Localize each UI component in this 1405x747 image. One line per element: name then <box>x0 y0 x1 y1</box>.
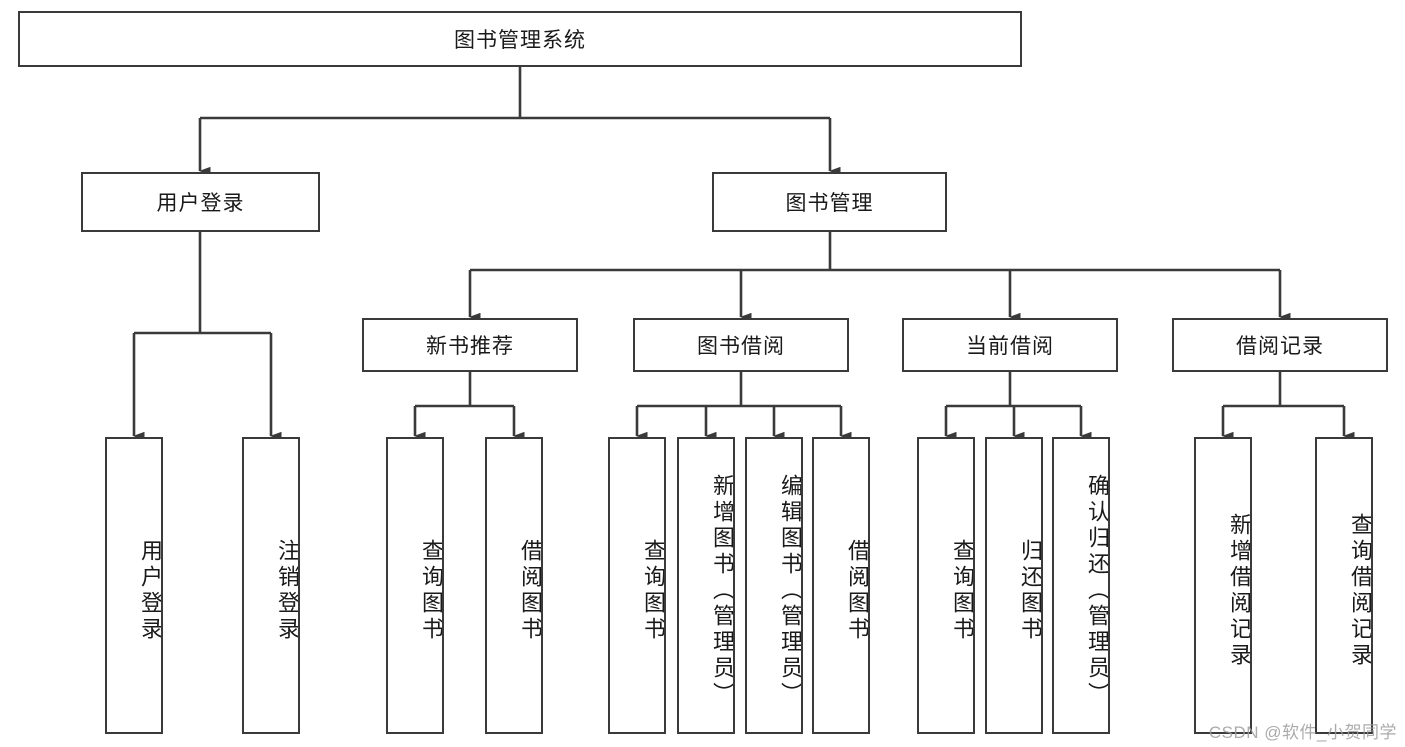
leaf-node-5[interactable]: 新增图书（管理员） <box>677 437 735 734</box>
level3-node-0[interactable]: 新书推荐 <box>362 318 578 372</box>
leaf-node-0[interactable]: 用户登录 <box>105 437 163 734</box>
leaf-node-6[interactable]: 编辑图书（管理员） <box>745 437 803 734</box>
node-label: 新书推荐 <box>426 335 514 358</box>
node-label: 编辑图书（管理员） <box>778 473 803 708</box>
node-label: 借阅图书 <box>845 538 870 643</box>
level3-node-2[interactable]: 当前借阅 <box>902 318 1118 372</box>
node-label: 用户登录 <box>156 192 245 215</box>
node-label: 新增借阅记录 <box>1227 512 1252 669</box>
node-label: 图书管理系统 <box>454 29 586 52</box>
connector-lines <box>132 67 1355 441</box>
leaf-node-8[interactable]: 查询图书 <box>917 437 975 734</box>
node-label: 借阅记录 <box>1236 335 1324 358</box>
node-label: 查询借阅记录 <box>1348 512 1373 669</box>
leaf-node-11[interactable]: 新增借阅记录 <box>1194 437 1252 734</box>
level3-node-1[interactable]: 图书借阅 <box>633 318 849 372</box>
node-label: 新增图书（管理员） <box>710 473 735 708</box>
leaf-node-12[interactable]: 查询借阅记录 <box>1315 437 1373 734</box>
leaf-node-3[interactable]: 借阅图书 <box>485 437 543 734</box>
level2-node-1[interactable]: 图书管理 <box>712 172 947 232</box>
node-label: 确认归还（管理员） <box>1085 473 1110 708</box>
node-label: 查询图书 <box>641 538 666 643</box>
node-label: 用户登录 <box>138 538 163 643</box>
level2-node-0[interactable]: 用户登录 <box>81 172 320 232</box>
leaf-node-9[interactable]: 归还图书 <box>985 437 1043 734</box>
node-label: 图书管理 <box>785 192 874 215</box>
node-label: 查询图书 <box>419 538 444 643</box>
node-label: 图书借阅 <box>697 335 785 358</box>
leaf-node-7[interactable]: 借阅图书 <box>812 437 870 734</box>
root-node-0[interactable]: 图书管理系统 <box>18 11 1022 67</box>
leaf-node-1[interactable]: 注销登录 <box>242 437 300 734</box>
node-label: 借阅图书 <box>518 538 543 643</box>
leaf-node-4[interactable]: 查询图书 <box>608 437 666 734</box>
node-label: 注销登录 <box>275 538 300 643</box>
node-label: 查询图书 <box>950 538 975 643</box>
leaf-node-10[interactable]: 确认归还（管理员） <box>1052 437 1110 734</box>
watermark-text: CSDN @软件_小贺同学 <box>1208 723 1397 742</box>
node-label: 当前借阅 <box>966 335 1054 358</box>
node-label: 归还图书 <box>1018 538 1043 643</box>
level3-node-3[interactable]: 借阅记录 <box>1172 318 1388 372</box>
leaf-node-2[interactable]: 查询图书 <box>386 437 444 734</box>
